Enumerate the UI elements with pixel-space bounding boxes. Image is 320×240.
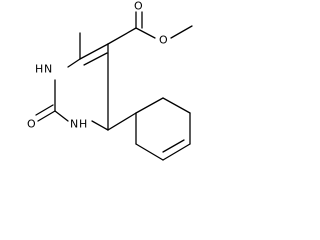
bond-ch-c2-c3 <box>162 97 191 114</box>
bond-n3-c4 <box>91 120 109 131</box>
ester-ether-oxygen-label: O <box>159 34 168 47</box>
ester-carbonyl-oxygen-label: O <box>134 0 143 13</box>
bond-c2-o-inner <box>35 104 54 116</box>
ring-nitrogen-top-label: N <box>44 63 52 76</box>
bond-c2-n3 <box>54 110 69 122</box>
bond-c6-c5-outer <box>79 43 109 60</box>
urea-oxygen-label: O <box>27 118 36 131</box>
bond-ch-c4-c5-outer <box>162 143 191 161</box>
bond-ch-c1-c2 <box>135 97 164 114</box>
bond-c5-ester-carbon <box>107 27 137 45</box>
bond-ester-c-ether-o <box>135 27 156 39</box>
bond-c6-n1 <box>67 58 81 68</box>
chemical-structure: O O H N O N H <box>27 0 193 161</box>
ring-nitrogen-bottom-hydrogen-label: H <box>79 118 87 131</box>
bond-ether-o-methyl <box>170 25 193 39</box>
bond-c4-cyclohexenyl <box>107 112 137 131</box>
ring-nitrogen-bottom-label: N <box>70 118 78 131</box>
bond-ch-c5-c6 <box>135 143 164 161</box>
bond-ch-c4-c5-inner <box>162 139 185 153</box>
bond-c2-o-outer <box>37 110 56 122</box>
ring-nitrogen-top-hydrogen-label: H <box>35 63 43 76</box>
bond-c6-c5-inner <box>83 52 108 66</box>
